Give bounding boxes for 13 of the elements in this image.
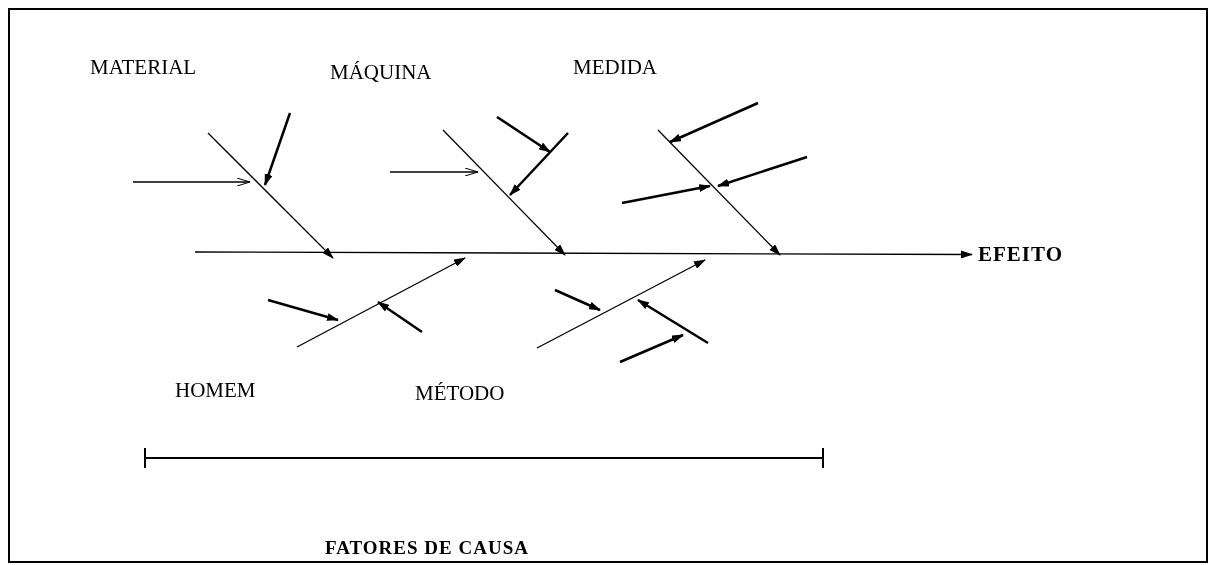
cause-bone-arrow (442, 129, 566, 256)
cause-bone-arrow (536, 259, 706, 349)
cause-bone-arrow (657, 129, 781, 256)
category-label: MÉTODO (415, 383, 505, 404)
cause-bone-arrow (296, 257, 466, 348)
bracket-label: FATORES DE CAUSA (325, 538, 529, 557)
effect-label: EFEITO (978, 244, 1063, 265)
category-label: MÁQUINA (330, 62, 432, 83)
category-label: MEDIDA (573, 57, 657, 78)
category-label: HOMEM (175, 380, 256, 401)
category-label: MATERIAL (90, 57, 197, 78)
spine-arrow (194, 250, 973, 259)
cause-bone-arrow (207, 132, 334, 259)
